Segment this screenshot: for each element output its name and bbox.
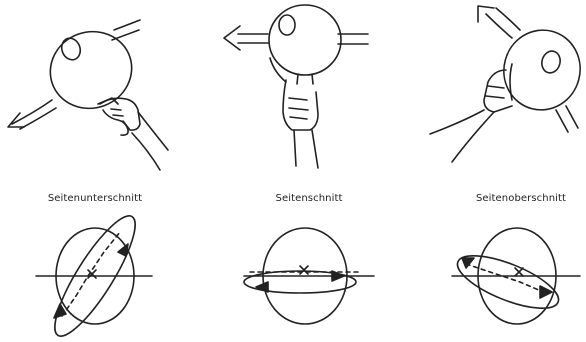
label-sidespin: Seitenschnitt [229,193,389,204]
spin-axis-diagram-sidespin-underspin [36,207,152,342]
paddle-illustration-sidespin [269,5,341,168]
label-sidespin-topspin: Seitenoberschnitt [441,193,586,204]
label-sidespin-underspin: Seitenunterschnitt [15,193,175,204]
paddle-illustration-sidespin-underspin [39,20,168,170]
spin-axis-diagram-sidespin [244,228,374,324]
paddle-illustration-sidespin-topspin [430,22,586,162]
spin-axis-diagram-sidespin-topspin [451,228,580,324]
